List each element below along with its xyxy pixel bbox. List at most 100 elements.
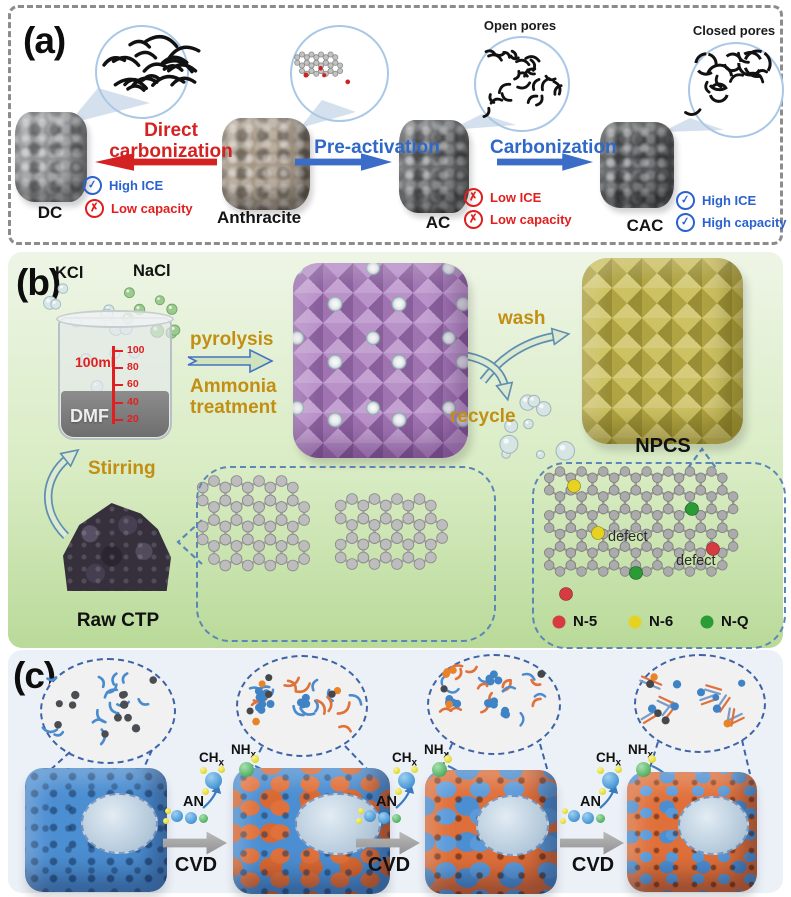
h-atom	[562, 808, 568, 814]
an-nitrogen	[596, 814, 605, 823]
cvd-transition-2: CHx NHx AN CVD	[356, 742, 476, 876]
legend-label: N-6	[649, 613, 674, 630]
tick	[114, 402, 123, 404]
open-pores-label: Open pores	[483, 18, 557, 33]
check-icon: ✓	[674, 211, 697, 234]
an-carbon	[171, 810, 183, 822]
cvd-transition-1: CHx NHx AN CVD	[163, 742, 283, 876]
badge-text: Low ICE	[490, 190, 542, 205]
cvd-arrow	[560, 831, 624, 855]
h-atom	[444, 755, 452, 763]
stage-inset-4	[634, 654, 766, 753]
solvent-label: DMF	[70, 406, 109, 426]
chx-label: CHx	[392, 750, 418, 769]
legend-label: N-5	[573, 613, 598, 630]
tick	[114, 419, 123, 421]
defect-label-2: defect	[676, 553, 716, 569]
cac-badge-high-ice: ✓ High ICE	[674, 189, 757, 212]
tick	[114, 384, 123, 386]
check-icon: ✓	[81, 174, 104, 197]
tick-label-20: 20	[127, 413, 139, 425]
volume-label: 100ml	[75, 354, 115, 370]
carbonization-label: Carbonization	[490, 137, 617, 158]
badge-text: High ICE	[109, 178, 164, 193]
open-pores-inset	[474, 36, 570, 132]
kcl-label: KCl	[55, 264, 84, 282]
check-icon: ✓	[674, 189, 697, 212]
n6-dot	[628, 615, 642, 628]
cross-icon: ✗	[462, 208, 485, 231]
h-atom	[648, 755, 656, 763]
beaker-scale	[112, 346, 115, 424]
npcs-label: NPCS	[635, 435, 691, 457]
stage-cube-3	[425, 770, 557, 894]
chx-label: CHx	[596, 750, 622, 769]
h-atom	[411, 766, 418, 773]
npcs-cube	[582, 258, 743, 444]
chx-molecule	[205, 772, 222, 789]
panel-a-label: (a)	[23, 20, 66, 61]
an-label: AN	[376, 794, 397, 810]
legend-nq: N-Q	[700, 613, 749, 630]
salt-templated-carbon-cube	[293, 263, 468, 458]
anthracite-molecule-inset	[290, 25, 389, 122]
h-atom	[163, 818, 169, 824]
an-carbon	[582, 812, 594, 824]
legend-n6: N-6	[628, 613, 673, 630]
ac-badge-low-capacity: ✗ Low capacity	[462, 208, 572, 231]
nacl-label: NaCl	[133, 262, 171, 280]
closed-pores-label: Closed pores	[692, 23, 776, 38]
an-nitrogen	[199, 814, 208, 823]
chx-label: CHx	[199, 750, 225, 769]
h-atom	[356, 818, 362, 824]
legend-label: N-Q	[721, 613, 749, 630]
cross-icon: ✗	[462, 186, 485, 209]
h-atom	[251, 755, 259, 763]
ammonia-treatment-label: Ammonia treatment	[190, 376, 277, 418]
tick-label-40: 40	[127, 396, 139, 408]
badge-text: High ICE	[702, 193, 757, 208]
nq-dot	[700, 615, 714, 628]
anthracite-label: Anthracite	[217, 208, 302, 227]
cvd-arrow	[356, 831, 420, 855]
h-atom	[358, 808, 364, 814]
nhx-molecule	[239, 762, 254, 777]
stage-inset-3	[427, 654, 561, 755]
tick-label-60: 60	[127, 378, 139, 390]
badge-text: Low capacity	[490, 212, 572, 227]
cac-badge-high-capacity: ✓ High capacity	[674, 211, 787, 234]
h-atom	[597, 767, 604, 774]
dc-badge-low-capacity: ✗ Low capacity	[83, 197, 193, 220]
an-carbon	[568, 810, 580, 822]
badge-text: High capacity	[702, 215, 787, 230]
an-carbon	[378, 812, 390, 824]
ac-label: AC	[425, 213, 451, 232]
stage-cube-4	[627, 772, 757, 892]
h-atom	[200, 767, 207, 774]
an-label: AN	[183, 794, 204, 810]
n5-dot	[552, 615, 566, 628]
recycle-label: recycle	[450, 406, 516, 427]
graphite-layers-inset	[95, 25, 189, 119]
stage-inset-1	[40, 658, 176, 764]
npcs-lattice-bubble	[532, 462, 786, 649]
cube-cavity	[80, 792, 159, 854]
beaker: 100 80 60 40 20 100ml DMF	[56, 310, 174, 440]
an-nitrogen	[392, 814, 401, 823]
panel-b-label: (b)	[16, 262, 61, 303]
tick	[114, 367, 123, 369]
cross-icon: ✗	[83, 197, 106, 220]
nhx-molecule	[432, 762, 447, 777]
h-atom	[615, 766, 622, 773]
cvd-label: CVD	[174, 854, 218, 876]
tick	[114, 350, 123, 352]
dmf-liquid	[61, 391, 169, 437]
closed-pores-inset	[688, 42, 784, 138]
stirring-label: Stirring	[88, 458, 156, 479]
legend-n5: N-5	[552, 613, 597, 630]
direct-carbonization-label: Direct carbonization	[109, 120, 233, 163]
cvd-transition-3: CHx NHx AN CVD	[560, 742, 680, 876]
nhx-molecule	[636, 762, 651, 777]
tick-label-100: 100	[127, 344, 145, 356]
